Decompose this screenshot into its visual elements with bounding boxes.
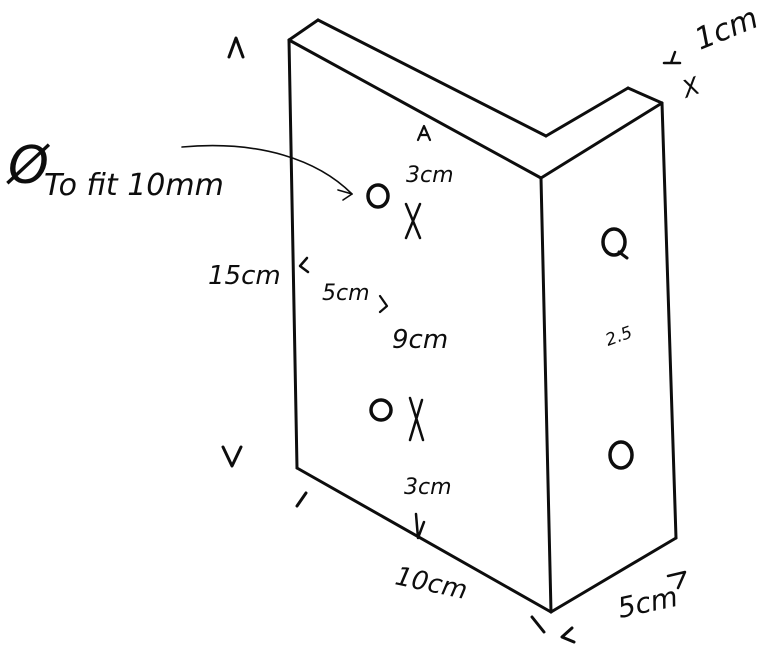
flange-bottom-edge [549, 536, 678, 614]
flange-depth-arrow [666, 570, 687, 590]
bracket-outline [287, 18, 678, 614]
side-margin-arrow [378, 294, 389, 314]
flange-right-edge [660, 101, 678, 540]
bottom-margin-arrow [414, 512, 426, 540]
centre-mark-top [404, 202, 422, 240]
diameter-symbol: Ø [6, 136, 51, 196]
thickness-leader [662, 50, 682, 65]
corner-edge [539, 176, 553, 614]
hole-note-leader [181, 144, 353, 195]
side-hole-bottom [608, 440, 634, 470]
flange-top-inner [544, 86, 630, 138]
dimension-marks [221, 36, 687, 644]
hole-note-leader-arrow [337, 189, 353, 201]
height-arrow-top [227, 36, 245, 59]
side-margin-label: 5cm [322, 281, 370, 306]
holes [366, 183, 634, 470]
width-arrow-left [295, 491, 308, 508]
plate-bottom-edge [295, 466, 553, 614]
width-label: 10cm [393, 562, 470, 606]
flange-top-back [626, 86, 664, 105]
plate-top-edge [287, 18, 320, 42]
centre-marks [404, 202, 425, 442]
flange-depth-label: 5cm [615, 580, 681, 625]
top-margin-label: 3cm [406, 163, 454, 188]
centre-mark-bottom [408, 396, 425, 442]
plate-left-edge [287, 38, 299, 470]
labels: Ø To fit 10mm 3cm 15cm 5cm 9cm 3cm 10cm … [6, 1, 763, 625]
side-hole-label: 2.5 [603, 323, 635, 351]
front-hole-bottom [369, 398, 393, 422]
thickness-label: 1cm [690, 1, 763, 58]
flange-top-front [539, 101, 664, 180]
front-hole-top [366, 183, 390, 209]
height-label: 15cm [208, 261, 281, 291]
height-arrow-bottom [221, 445, 243, 468]
front-top-edge [287, 38, 543, 180]
thickness-mark: X [677, 72, 704, 105]
hole-note-text: To fit 10mm [44, 168, 224, 203]
top-back-edge [316, 18, 548, 138]
hole-spacing-label: 9cm [392, 325, 448, 355]
corner-arrow-b [560, 626, 576, 644]
side-margin-tick [298, 256, 310, 274]
bottom-margin-label: 3cm [404, 475, 452, 500]
corner-arrow-a [530, 615, 546, 634]
top-spacing-arrow [416, 124, 432, 142]
side-hole-top [601, 227, 627, 257]
side-hole-top-tail [617, 250, 629, 260]
